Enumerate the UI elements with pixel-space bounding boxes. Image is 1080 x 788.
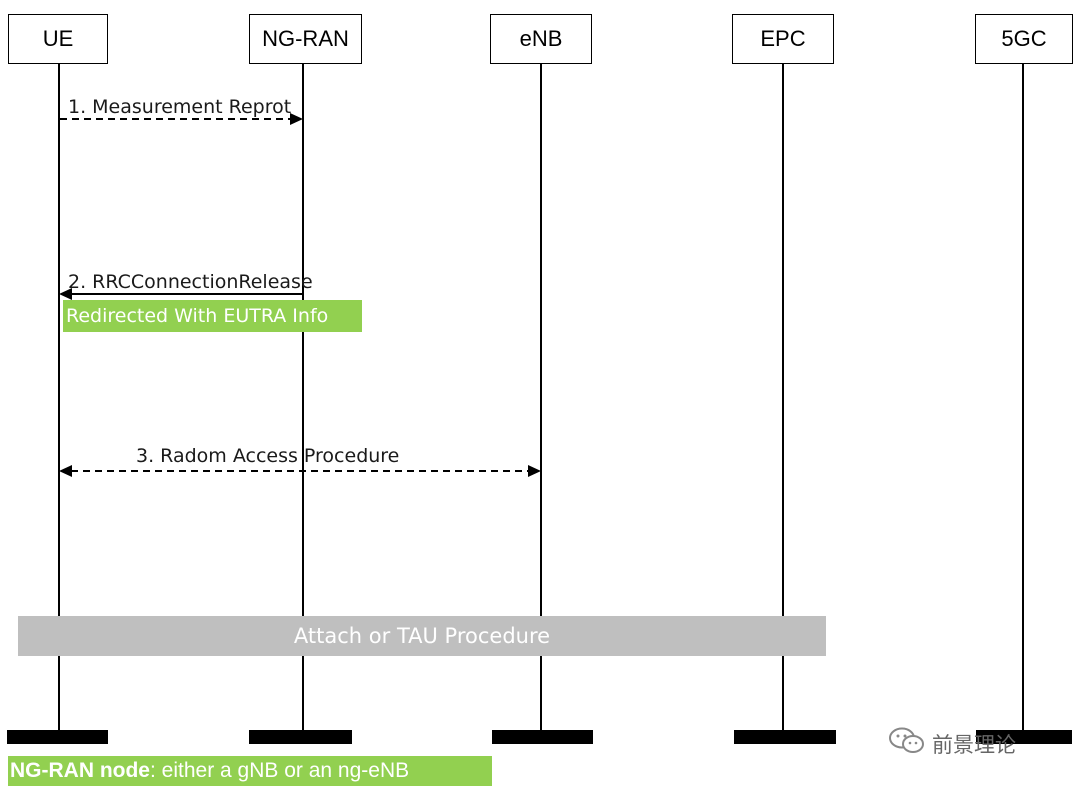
legend-ng-ran-node: NG-RAN node: either a gNB or an ng-eNB: [8, 756, 492, 786]
message-label-2: 2. RRCConnectionRelease: [68, 271, 313, 293]
arrowhead-random-access-right: [528, 465, 541, 477]
terminator-ue: [7, 730, 108, 744]
arrowhead-measurement-report: [290, 113, 303, 125]
wechat-icon: [888, 726, 926, 761]
entity-5gc: 5GC: [975, 14, 1073, 64]
terminator-enb: [492, 730, 593, 744]
lifeline-ng-ran: [302, 64, 304, 732]
attach-tau-procedure-bar: Attach or TAU Procedure: [18, 616, 826, 656]
watermark-text: 前景理论: [932, 732, 1016, 757]
redirect-note: Redirected With EUTRA Info: [63, 300, 362, 332]
terminator-ng-ran: [249, 730, 352, 744]
entity-enb: eNB: [490, 14, 592, 64]
lifeline-enb: [540, 64, 542, 732]
legend-term: NG-RAN node: [10, 759, 150, 782]
terminator-5gc: [976, 730, 1072, 744]
arrowhead-random-access-left: [59, 465, 72, 477]
message-label-3: 3. Radom Access Procedure: [136, 445, 400, 467]
lifeline-epc: [782, 64, 784, 732]
lifeline-5gc: [1022, 64, 1024, 732]
entity-ue: UE: [8, 14, 108, 64]
entity-epc: EPC: [732, 14, 834, 64]
message-label-1: 1. Measurement Reprot: [68, 96, 292, 118]
arrowhead-rrc-connection-release: [59, 288, 72, 300]
terminator-epc: [734, 730, 836, 744]
lifeline-ue: [58, 64, 60, 732]
entity-ng-ran: NG-RAN: [249, 14, 362, 64]
watermark: 前景理论: [888, 726, 1016, 761]
legend-definition: : either a gNB or an ng-eNB: [150, 759, 410, 782]
